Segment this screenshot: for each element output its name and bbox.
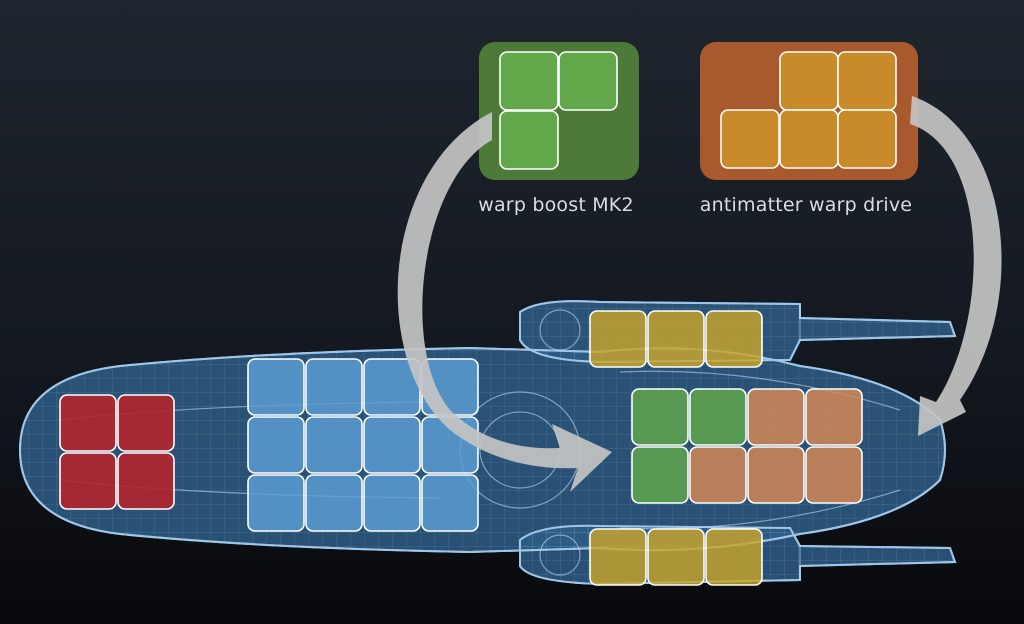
cargo-slot[interactable]	[305, 358, 363, 416]
cargo-slot[interactable]	[305, 416, 363, 474]
lower-thruster-slot[interactable]	[589, 528, 647, 586]
lower-thruster-slots	[589, 528, 763, 586]
upper-thruster-slot[interactable]	[647, 310, 705, 368]
antimatter-cell	[837, 109, 897, 169]
engine-bay-slot[interactable]	[631, 388, 689, 446]
cargo-slot[interactable]	[363, 474, 421, 532]
antimatter-cell	[720, 109, 780, 169]
weapons-slot[interactable]	[117, 394, 175, 452]
weapons-slot[interactable]	[59, 452, 117, 510]
upper-thruster-slots	[589, 310, 763, 368]
upper-thruster-slot[interactable]	[589, 310, 647, 368]
drag-arrow-antimatter	[910, 96, 1002, 436]
warp-boost-cell	[499, 51, 559, 111]
engine-bay-slot[interactable]	[805, 388, 863, 446]
engine-bay-slot[interactable]	[689, 388, 747, 446]
lower-thruster-slot[interactable]	[705, 528, 763, 586]
antimatter-warp-drive-card[interactable]	[700, 42, 918, 180]
antimatter-cell	[779, 109, 839, 169]
warp-boost-cell	[499, 110, 559, 170]
antimatter-cell	[837, 51, 897, 111]
cargo-slot[interactable]	[421, 474, 479, 532]
engine-bay-slot[interactable]	[805, 446, 863, 504]
antimatter-cell	[779, 51, 839, 111]
weapons-slots	[59, 394, 175, 510]
engine-bay-slots	[631, 388, 863, 504]
lower-thruster-slot[interactable]	[647, 528, 705, 586]
warp-boost-label: warp boost MK2	[478, 194, 634, 216]
cargo-slot[interactable]	[247, 474, 305, 532]
cargo-slot[interactable]	[363, 416, 421, 474]
weapons-slot[interactable]	[59, 394, 117, 452]
engine-bay-slot[interactable]	[747, 446, 805, 504]
antimatter-warp-drive-label: antimatter warp drive	[699, 194, 913, 216]
warp-boost-module-card[interactable]	[479, 42, 639, 180]
engine-bay-slot[interactable]	[631, 446, 689, 504]
cargo-slot[interactable]	[247, 416, 305, 474]
upper-thruster-slot[interactable]	[705, 310, 763, 368]
engine-bay-slot[interactable]	[747, 388, 805, 446]
cargo-slot[interactable]	[305, 474, 363, 532]
cargo-slot[interactable]	[247, 358, 305, 416]
drag-arrow-warp-boost	[397, 112, 612, 492]
warp-boost-cell	[558, 51, 618, 111]
engine-bay-slot[interactable]	[689, 446, 747, 504]
weapons-slot[interactable]	[117, 452, 175, 510]
drag-arrows	[397, 96, 1002, 492]
